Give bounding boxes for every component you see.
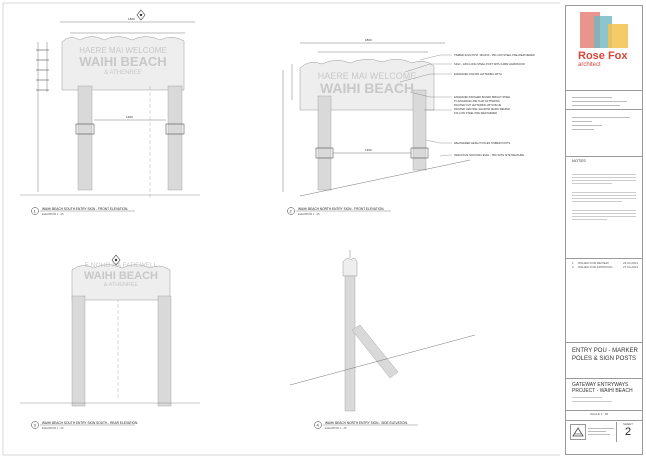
- view1-sign-text: HAERE MAI WELCOME WAIHI BEACH & ATHENREE: [62, 46, 184, 77]
- divider: [566, 420, 642, 421]
- view1-title: WAIHI BEACH SOUTH ENTRY SIGN - FRONT ELE…: [42, 207, 128, 211]
- view2-sign-text: HAERE MAI WELCOME WAIHI BEACH: [300, 71, 434, 96]
- notes-heading: NOTES: [572, 158, 586, 163]
- scale-text: SCALE 1 : 50: [590, 412, 609, 416]
- view3-sign-line3: & ATHENREE: [103, 282, 139, 288]
- stamp-icon: [572, 427, 584, 437]
- view2-note-1: TIMBER SIGN POST 150x150 - 150 LOW STEEL…: [454, 53, 535, 57]
- drawing-title-line2: POLES & SIGN POSTS: [572, 356, 637, 362]
- logo-mark: [576, 12, 632, 50]
- revision-row: 2 ISSUED FOR APPROVAL 27.04.2021: [572, 265, 638, 269]
- view-1-south-front-elevation: 1800 1400: [20, 9, 200, 216]
- logo-letter-f: [594, 16, 612, 48]
- view1-sign-line1: HAERE MAI WELCOME: [79, 46, 167, 55]
- view1-dim-between: 1400: [126, 115, 133, 119]
- sheet-number: 2: [624, 426, 632, 438]
- title-block: Rose Fox architect NOTES: [565, 5, 643, 455]
- revision-row: 1 ISSUED FOR REVIEW 22.04.2021: [572, 261, 638, 265]
- view3-sign-text: E NOHO RA FAREWELL WAIHI BEACH & ATHENRE…: [72, 262, 170, 289]
- logo: Rose Fox architect: [572, 12, 636, 68]
- divider: [566, 410, 642, 411]
- notes-body: [572, 172, 636, 222]
- view2-note-9: WEATHERED HEIGHT POLES TIMBER POSTS: [454, 141, 510, 145]
- view4-scale: ELEVATION 1 : 25: [325, 426, 347, 430]
- view3-sign-line1: E NOHO RA FAREWELL: [84, 262, 158, 269]
- view3-scale: ELEVATION 1 : 25: [42, 426, 64, 430]
- divider: [566, 378, 642, 379]
- view4-title: WAIHI BEACH NORTH ENTRY SIGN - SIDE ELEV…: [325, 421, 408, 425]
- view3-title: WAIHI BEACH SOUTH ENTRY SIGN SOUTH - REA…: [42, 421, 138, 425]
- view2-title: WAIHI BEACH NORTH ENTRY SIGN - FRONT ELE…: [298, 207, 384, 211]
- view4-number: 4: [317, 423, 320, 428]
- view1-scale: ELEVATION 1 : 25: [42, 212, 64, 216]
- view3-number: 3: [34, 423, 37, 428]
- sheet-number-box: SHEET 2: [616, 422, 639, 442]
- brand-name: Rose Fox: [578, 50, 628, 62]
- view2-note-7: PAINTED CENTRAL SHADOW MARIO BEHIND: [454, 107, 510, 111]
- view2-dim-between: 1400: [365, 148, 372, 152]
- view-2-north-front-elevation: 1800 1400 TIM: [282, 38, 535, 216]
- project-title: GATEWAY ENTRYWAYS PROJECT - WAIHI BEACH: [572, 382, 638, 404]
- contact-placeholder: [572, 94, 636, 109]
- view2-number: 2: [290, 209, 293, 214]
- view2-note-2: SIGN - 1200 LONG STEEL POST WITH 12MM HA…: [454, 62, 525, 66]
- divider: [566, 90, 642, 91]
- view2-sign-line1: HAERE MAI WELCOME: [317, 71, 417, 81]
- divider: [566, 109, 642, 110]
- view2-sign-line2: WAIHI BEACH: [319, 80, 415, 96]
- project-line1: GATEWAY ENTRYWAYS: [572, 382, 629, 388]
- view2-scale: ELEVATION 1 : 25: [298, 212, 320, 216]
- stamp-text-placeholder: [588, 426, 614, 437]
- revision-list: 1 ISSUED FOR REVIEW 22.04.2021 2 ISSUED …: [572, 261, 638, 269]
- view-4-north-side-elevation: 4 WAIHI BEACH NORTH ENTRY SIGN - SIDE EL…: [289, 250, 476, 430]
- drawing-title-line1: ENTRY POU - MARKER: [572, 348, 638, 354]
- divider: [566, 342, 642, 343]
- project-line2: PROJECT - WAIHI BEACH: [572, 388, 633, 394]
- brand-sub: architect: [578, 62, 601, 68]
- view2-note-3: ENGRAVED 150x150 LETTERING WITH: [454, 72, 502, 76]
- view3-sign-line2: WAIHI BEACH: [84, 270, 158, 282]
- divider: [566, 156, 642, 157]
- client-placeholder: [572, 114, 636, 133]
- view2-note-10: INDICATIVE GROUND LEVEL - TBC WITH SITE …: [454, 153, 524, 157]
- drawing-area: 1800 1400: [2, 2, 560, 456]
- approval-stamp: [570, 424, 586, 440]
- view2-note-6: ROUTED OUT LETTERING WITH BLUE: [454, 103, 501, 107]
- view-3-south-rear-elevation: 3 WAIHI BEACH SOUTH ENTRY SIGN SOUTH - R…: [20, 254, 200, 430]
- view1-sign-line2: WAIHI BEACH: [79, 54, 167, 69]
- drawing-title: ENTRY POU - MARKER POLES & SIGN POSTS: [572, 347, 638, 363]
- view2-note-8: 150 LOW STEEL PRE-WEATHERED: [454, 111, 497, 115]
- view2-note-4: ENGRAVED FINISHED BOARD BRIGHT STEEL: [454, 95, 511, 99]
- sheet-label: SHEET: [622, 422, 633, 426]
- logo-letter-a: [608, 24, 628, 48]
- view1-sign-line3: & ATHENREE: [104, 70, 142, 76]
- view2-note-5: TO ENGRAVE LINE THAT LETTERING: [454, 99, 500, 103]
- view1-number: 1: [34, 209, 37, 214]
- view1-dim-top: 1800: [128, 17, 135, 21]
- view2-dim-top: 1800: [365, 38, 372, 42]
- divider: [566, 258, 642, 259]
